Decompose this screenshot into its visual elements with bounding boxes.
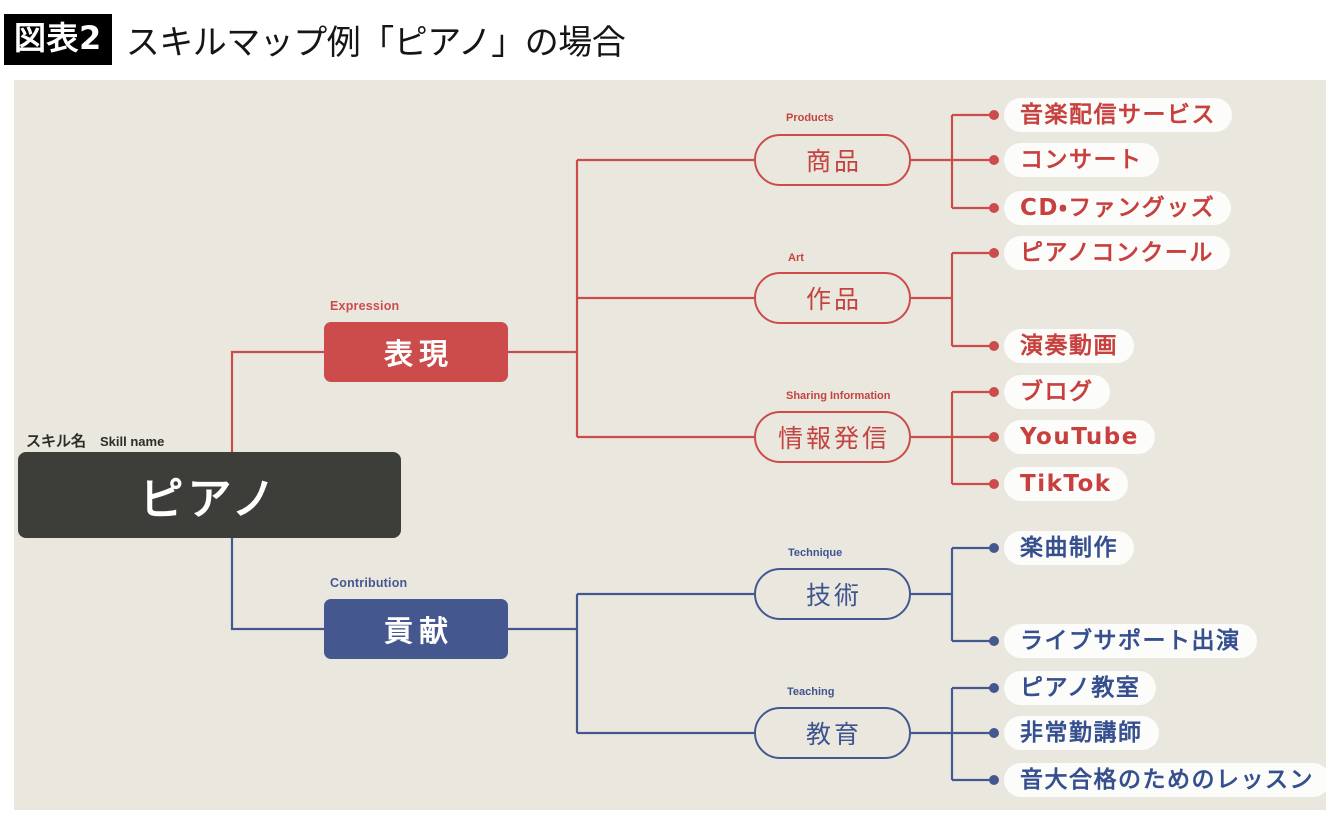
figure-header: 図表2 スキルマップ例「ピアノ」の場合 [0, 0, 1340, 78]
leaf-label: TikTok [1020, 470, 1112, 497]
caption-teaching: Teaching [787, 686, 835, 698]
skill-map-canvas: スキル名 Skill name ピアノ Expression 表現 Contri… [14, 80, 1326, 810]
leaf-label: CD・ファングッズ [1020, 194, 1216, 221]
branch-node-contribution[interactable]: 貢献 [324, 599, 508, 659]
leaf-item[interactable]: ピアノコンクール [1004, 236, 1230, 270]
group-node-technique[interactable]: 技術 [754, 568, 911, 620]
leaf-label: YouTube [1020, 423, 1139, 450]
leaf-item[interactable]: コンサート [1004, 143, 1159, 177]
root-node-label: ピアノ [139, 474, 280, 525]
group-label-teaching: 教育 [805, 720, 862, 749]
branch-node-expression[interactable]: 表現 [324, 322, 508, 382]
leaf-label: コンサート [1020, 146, 1143, 173]
caption-art: Art [788, 252, 804, 264]
group-node-teaching[interactable]: 教育 [754, 707, 911, 759]
connector-lines [230, 110, 999, 785]
leaf-label: 非常勤講師 [1020, 719, 1143, 746]
leaf-label: 音大合格のためのレッスン [1020, 766, 1314, 793]
leaf-label: 音楽配信サービス [1020, 101, 1216, 128]
leaf-item[interactable]: 非常勤講師 [1004, 716, 1159, 750]
leaf-item[interactable]: ライブサポート出演 [1004, 624, 1257, 658]
leaf-item[interactable]: 音大合格のためのレッスン [1004, 763, 1326, 797]
leaf-item[interactable]: ブログ [1004, 375, 1110, 409]
group-label-art: 作品 [805, 285, 862, 314]
leaf-item[interactable]: ピアノ教室 [1004, 671, 1157, 705]
leaf-item[interactable]: CD・ファングッズ [1004, 191, 1232, 225]
group-node-products[interactable]: 商品 [754, 134, 911, 186]
leaf-item[interactable]: YouTube [1004, 420, 1155, 454]
figure-number-badge: 図表2 [4, 13, 112, 65]
leaf-item[interactable]: TikTok [1004, 467, 1128, 501]
caption-sharing-information: Sharing Information [786, 390, 891, 402]
leaf-item[interactable]: 音楽配信サービス [1004, 98, 1232, 132]
caption-contribution: Contribution [330, 576, 408, 590]
root-node-piano[interactable]: ピアノ [18, 452, 401, 538]
caption-products: Products [786, 112, 834, 124]
group-node-art[interactable]: 作品 [754, 272, 911, 324]
branch-label-contribution: 貢献 [383, 614, 454, 648]
root-caption-jp: スキル名 [26, 432, 87, 450]
group-node-sharing-information[interactable]: 情報発信 [754, 411, 911, 463]
figure-title: スキルマップ例「ピアノ」の場合 [125, 22, 626, 63]
caption-technique: Technique [788, 547, 843, 559]
leaf-label: ライブサポート出演 [1020, 627, 1241, 654]
leaf-label: ピアノコンクール [1020, 239, 1214, 266]
group-label-technique: 技術 [805, 581, 862, 610]
leaf-label: 演奏動画 [1020, 332, 1118, 359]
root-caption: スキル名 Skill name [26, 430, 164, 451]
leaf-item[interactable]: 楽曲制作 [1004, 531, 1134, 565]
leaf-label: ブログ [1020, 378, 1094, 405]
caption-expression: Expression [330, 299, 400, 313]
leaf-label: 楽曲制作 [1020, 534, 1118, 561]
branch-label-expression: 表現 [383, 337, 454, 371]
leaf-label: ピアノ教室 [1020, 674, 1141, 701]
leaf-item[interactable]: 演奏動画 [1004, 329, 1134, 363]
group-label-sharing-information: 情報発信 [777, 424, 890, 453]
group-label-products: 商品 [805, 147, 862, 176]
root-caption-en: Skill name [100, 434, 165, 449]
